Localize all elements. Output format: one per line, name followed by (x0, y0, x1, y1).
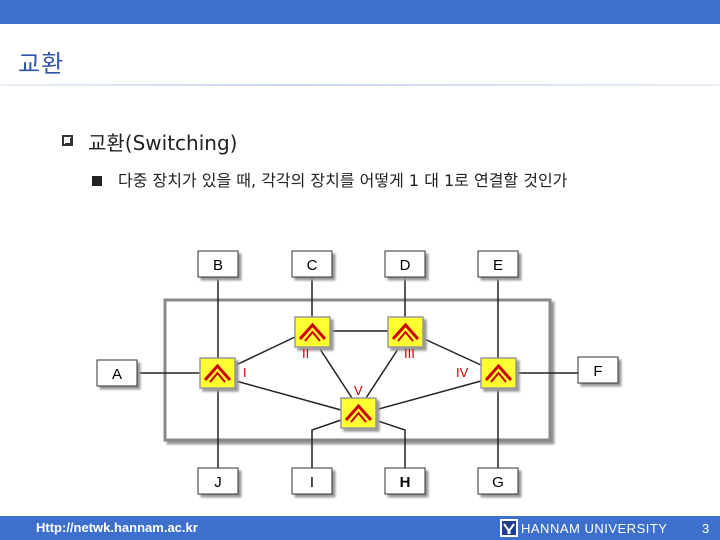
switch-label-II: II (302, 346, 309, 361)
switch-V (340, 397, 377, 429)
device-label-I: I (310, 474, 314, 491)
device-label-F: F (593, 363, 602, 380)
switch-label-I: I (243, 365, 247, 380)
device-J (197, 467, 239, 495)
link-V-H-route (374, 419, 406, 450)
device-label-D: D (400, 257, 411, 274)
device-D (384, 250, 426, 278)
switches (199, 316, 517, 429)
link-V-I-route (311, 419, 342, 450)
device-B (197, 250, 239, 278)
link-III-IV (419, 336, 482, 366)
switch-I (199, 357, 236, 389)
link-II-V (317, 345, 353, 399)
device-F (577, 356, 619, 384)
footer-bar (0, 516, 720, 540)
switch-II (294, 316, 331, 348)
device-C (291, 250, 333, 278)
device-A (96, 359, 138, 387)
university-logo-icon (500, 519, 518, 537)
footer-url: Http://netwk.hannam.ac.kr (36, 520, 198, 535)
square-bullet-icon (92, 176, 102, 186)
switch-label-V: V (354, 383, 363, 398)
device-label-B: B (213, 257, 223, 274)
checkbox-bullet-icon (62, 135, 73, 146)
switch-III (387, 316, 424, 348)
switch-label-IV: IV (456, 365, 469, 380)
device-label-H: H (400, 474, 411, 491)
switch-IV (480, 357, 517, 389)
device-label-G: G (492, 474, 504, 491)
link-IV-V (374, 380, 482, 411)
bullet-level1: 교환(Switching) (88, 131, 238, 155)
title-divider (0, 84, 720, 86)
top-bar (0, 0, 720, 24)
link-I-V (235, 380, 342, 411)
switch-labels: I II III IV V (243, 346, 469, 398)
device-H (384, 467, 426, 495)
page-number: 3 (702, 521, 710, 536)
device-E (477, 250, 519, 278)
footer-university: HANNAM UNIVERSITY (521, 521, 668, 536)
device-label-A: A (112, 366, 122, 383)
slide-title: 교환 (18, 50, 65, 78)
device-G (477, 467, 519, 495)
device-label-E: E (493, 257, 503, 274)
device-I (291, 467, 333, 495)
link-I-II (235, 336, 296, 366)
bullet-level2: 다중 장치가 있을 때, 각각의 장치를 어떻게 1 대 1로 연결할 것인가 (118, 171, 568, 190)
link-III-V (365, 345, 401, 399)
switch-label-III: III (404, 346, 415, 361)
links (137, 277, 578, 468)
devices: B C D E A F J I H G (96, 250, 619, 495)
device-label-C: C (307, 257, 318, 274)
device-label-J: J (214, 474, 222, 491)
